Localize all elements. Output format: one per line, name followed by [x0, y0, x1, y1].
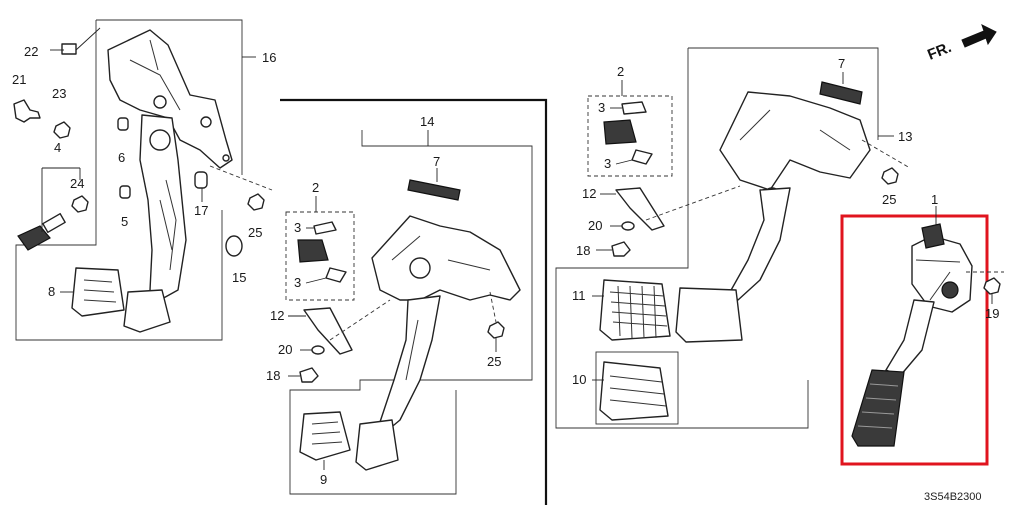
callout-12: 12 [270, 308, 284, 323]
switch-subgroup-2a [285, 211, 355, 301]
callout-10: 10 [572, 372, 586, 387]
callout-11: 11 [572, 288, 586, 303]
section-dividers [280, 98, 548, 505]
bolt-18a [299, 367, 319, 383]
washer-20a [311, 345, 325, 355]
pedal-pad-cover-9 [299, 411, 351, 461]
callout-9: 9 [320, 472, 327, 487]
callout-21: 21 [12, 72, 26, 87]
ring-15 [225, 235, 243, 257]
diagram-code: 3S54B2300 [924, 491, 982, 503]
front-arrow-icon [961, 24, 997, 48]
bolt-18b [611, 241, 631, 257]
washer-20b [621, 221, 635, 231]
switch-2a [297, 239, 329, 263]
brake-pedal-group [285, 130, 533, 495]
brake-group-callouts: 14 7 2 3 3 12 20 18 25 9 [266, 114, 501, 487]
brake-pedal-pad-b [675, 287, 743, 343]
clutch-pedal-arm [139, 114, 187, 301]
clip-3a [313, 221, 337, 235]
callout-3: 3 [294, 220, 301, 235]
nut-23 [53, 121, 71, 139]
highlight-frame [840, 214, 989, 466]
front-label: FR. [925, 39, 954, 64]
pedal-pad-cover-11 [599, 279, 671, 341]
callout-20: 20 [278, 342, 292, 357]
callout-13: 13 [898, 129, 912, 144]
accelerator-pedal-group [840, 206, 1004, 466]
switch-2b [603, 119, 637, 145]
callout-18: 18 [576, 243, 590, 258]
callout-7: 7 [433, 154, 440, 169]
callout-25: 25 [248, 225, 262, 240]
brake-pedal-group-b [555, 47, 911, 429]
callout-14: 14 [420, 114, 434, 129]
callout-25: 25 [487, 354, 501, 369]
callout-18: 18 [266, 368, 280, 383]
bolt-22 [61, 43, 77, 55]
callout-20: 20 [588, 218, 602, 233]
callout-8: 8 [48, 284, 55, 299]
callout-5: 5 [121, 214, 128, 229]
callout-3: 3 [294, 275, 301, 290]
bracket-12b [615, 187, 665, 231]
callout-2: 2 [312, 180, 319, 195]
clutch-pedal-group [13, 19, 273, 341]
switch-subgroup-2b [587, 95, 673, 177]
accelerator-pedal-pad [851, 369, 905, 447]
stopper-6 [117, 117, 129, 131]
brake-group-b-callouts: 7 13 2 3 3 12 20 18 25 11 10 [572, 56, 912, 387]
switch-4 [17, 225, 51, 251]
nut-25b [487, 321, 505, 339]
callout-12: 12 [582, 186, 596, 201]
callout-4: 4 [54, 140, 61, 155]
callout-7: 7 [838, 56, 845, 71]
bushing-17 [194, 171, 208, 189]
clip-3b [325, 267, 347, 283]
accelerator-pedal-arm [885, 299, 935, 377]
return-spring-7b [819, 81, 863, 105]
brake-pedal-bracket-b [719, 91, 871, 191]
clutch-group-callouts: 22 21 23 6 4 24 5 17 25 15 16 8 [12, 44, 276, 299]
callout-19: 19 [985, 306, 999, 321]
nut-25a [247, 193, 265, 211]
nut-24 [71, 195, 89, 213]
bracket-12a [303, 307, 353, 355]
accelerator-callouts: 1 19 [931, 192, 999, 321]
brake-pedal-arm-b [729, 187, 791, 301]
pad-grip-pattern [609, 285, 668, 339]
callout-15: 15 [232, 270, 246, 285]
return-spring-7a [407, 179, 461, 201]
callout-6: 6 [118, 150, 125, 165]
callout-2: 2 [617, 64, 624, 79]
clutch-pedal-pad [123, 289, 171, 333]
callout-3: 3 [604, 156, 611, 171]
pedal-pad-cover-8 [71, 267, 125, 317]
brake-pedal-pad [355, 419, 399, 471]
nut-19 [983, 277, 1001, 295]
callout-17: 17 [194, 203, 208, 218]
callout-16: 16 [262, 50, 276, 65]
callout-22: 22 [24, 44, 38, 59]
stopper-5 [119, 185, 131, 199]
nut-25c [881, 167, 899, 185]
brake-pedal-bracket [371, 215, 521, 301]
callout-24: 24 [70, 176, 84, 191]
callout-3: 3 [598, 100, 605, 115]
front-direction-indicator: FR. [925, 24, 997, 64]
callout-23: 23 [52, 86, 66, 101]
clip-3c [621, 101, 647, 115]
callout-1: 1 [931, 192, 938, 207]
bolt-21 [13, 99, 41, 123]
brake-pedal-arm [379, 295, 441, 431]
clip-3d [631, 149, 653, 165]
callout-25: 25 [882, 192, 896, 207]
